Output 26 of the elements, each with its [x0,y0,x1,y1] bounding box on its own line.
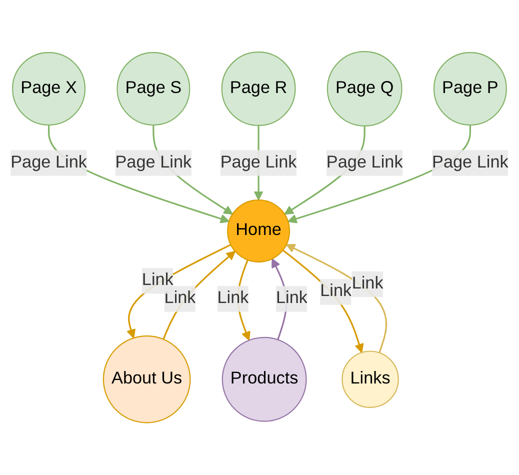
arrow [288,125,471,224]
node-circle: Home [227,200,290,263]
node-circle: Page Q [326,51,402,127]
node-circle: Products [222,337,307,422]
edge-label: Page Link [220,154,297,172]
node-circle: Links [342,351,399,408]
edge-label: Page Link [432,154,508,172]
node-circle: Page X [12,52,86,126]
arrow [286,244,388,354]
node-circle: Page R [221,52,296,126]
edge-label: Link [217,290,249,308]
arrow [48,125,230,224]
edge-label: Link [142,272,174,290]
node-circle: About Us [102,336,191,424]
edge-label: Link [352,274,384,294]
arrow [126,244,232,339]
edge-label: Link [276,290,308,308]
edge-label: Page Link [326,154,403,172]
node-circle: Page S [116,52,190,126]
edge-label: Link [320,282,352,301]
edge-label: Page Link [10,154,87,172]
node-circle: Page P [433,52,507,126]
edge-label: Page Link [115,154,192,172]
arrow [162,251,236,340]
arrow [282,250,364,354]
edge-label: Link [164,290,196,308]
